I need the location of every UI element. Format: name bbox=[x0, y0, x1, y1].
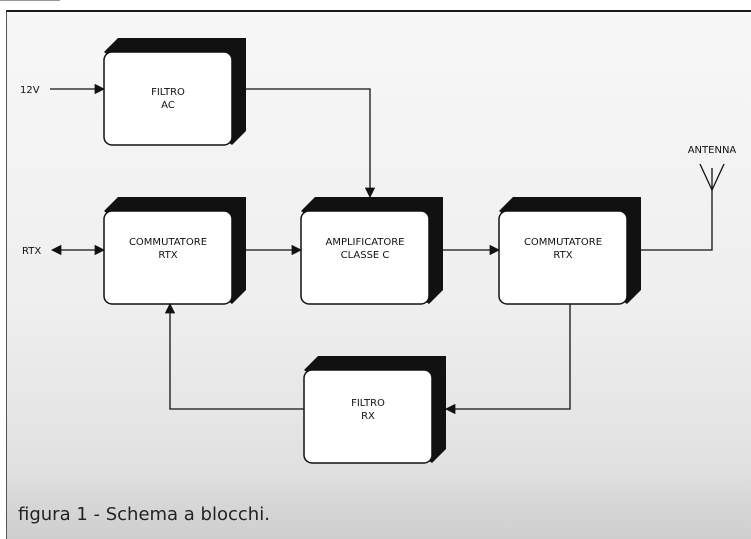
block-body bbox=[303, 369, 433, 464]
amplificatore-line1: AMPLIFICATORE bbox=[325, 237, 404, 248]
filtro-rx-to-commutatore-arrow bbox=[164, 302, 304, 410]
filtro-to-amp-arrow bbox=[246, 88, 376, 199]
caption-band bbox=[7, 477, 751, 539]
filtro-ac-line2: AC bbox=[161, 100, 175, 111]
top-rule bbox=[0, 0, 60, 1]
commutatore-right-block: COMMUTATORE RTX bbox=[498, 197, 641, 305]
rtx-label: RTX bbox=[22, 246, 41, 257]
block-body bbox=[103, 51, 233, 146]
antenna-label: ANTENNA bbox=[688, 145, 737, 156]
commutatore-right-line2: RTX bbox=[553, 250, 572, 261]
filtro-rx-line1: FILTRO bbox=[351, 398, 385, 409]
commutatore-left-line1: COMMUTATORE bbox=[129, 237, 207, 248]
filtro-rx-line2: RX bbox=[361, 411, 375, 422]
antenna-icon bbox=[699, 163, 725, 191]
block-body bbox=[498, 210, 628, 305]
commutatore-right-line1: COMMUTATORE bbox=[524, 237, 602, 248]
block-body bbox=[300, 210, 430, 305]
filtro-rx-block: FILTRO RX bbox=[303, 356, 446, 464]
supply-label: 12V bbox=[20, 85, 40, 96]
filtro-ac-block: FILTRO AC bbox=[103, 38, 246, 146]
commutatore-left-block: COMMUTATORE RTX bbox=[103, 197, 246, 305]
commutatore-left-line2: RTX bbox=[158, 250, 177, 261]
filtro-ac-line1: FILTRO bbox=[151, 87, 185, 98]
antenna-feed-line bbox=[641, 190, 713, 251]
amplificatore-block: AMPLIFICATORE CLASSE C bbox=[300, 197, 443, 305]
amplificatore-line2: CLASSE C bbox=[341, 250, 390, 261]
figure-caption: figura 1 - Schema a blocchi. bbox=[18, 504, 270, 525]
commutatore-to-filtro-rx-arrow bbox=[444, 304, 571, 415]
